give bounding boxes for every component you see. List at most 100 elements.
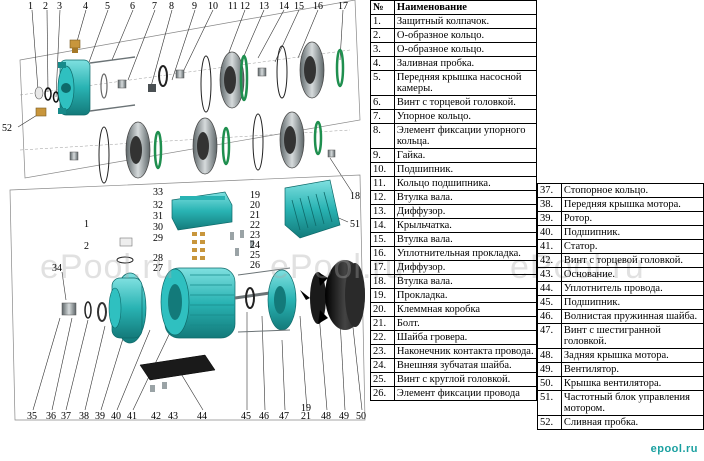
table-row: 14.Крыльчатка. (370, 218, 538, 233)
table-row: 46.Волнистая пружинная шайба. (537, 309, 704, 324)
callout-31: 31 (153, 211, 163, 222)
callout-16: 16 (313, 1, 323, 12)
callout-37: 37 (61, 411, 71, 422)
pump-section-frame (19, 0, 361, 179)
callout-21-side: 21 (250, 210, 260, 221)
terminal-box (171, 191, 233, 231)
callout-2: 2 (43, 1, 48, 12)
part-num: 4. (370, 56, 395, 71)
table-row: 12.Втулка вала. (370, 190, 538, 205)
callout-9: 9 (192, 1, 197, 12)
impeller-row2-b (221, 126, 231, 166)
part-num: 2. (370, 28, 395, 43)
part-name: Клеммная коробка (393, 302, 538, 317)
part-num: 15. (370, 232, 395, 247)
part-name: Винт с шестигранной головкой. (560, 323, 704, 349)
motor-tie-bolts (237, 267, 291, 333)
table-row: 13.Диффузор. (370, 204, 538, 219)
callout-35: 35 (27, 411, 37, 422)
part-name: Внешняя зубчатая шайба. (393, 358, 538, 373)
part-num: 37. (537, 183, 562, 198)
callout-52: 52 (2, 123, 12, 134)
part-name: Крышка вентилятора. (560, 376, 704, 391)
table-row: 18.Втулка вала. (370, 274, 538, 289)
terminal-fasteners (192, 232, 205, 260)
part-num: 6. (370, 95, 395, 110)
pump-front-cover (57, 59, 91, 116)
callout-7: 7 (152, 1, 157, 12)
site-logo: epool.ru (650, 443, 698, 455)
o-ring-large (200, 55, 212, 113)
front-shaft-part (61, 302, 77, 316)
callout-2-motor: 2 (84, 241, 89, 252)
part-name: Подшипник. (393, 162, 538, 177)
part-num: 3. (370, 42, 395, 57)
part-name: Подшипник. (560, 295, 704, 310)
part-num: 17. (370, 260, 395, 275)
part-num: 18. (370, 274, 395, 289)
part-name: Винт с круглой головкой. (393, 372, 538, 387)
table-row: 3.О-образное кольцо. (370, 42, 538, 57)
table-row: 11.Кольцо подшипника. (370, 176, 538, 191)
callout-23: 23 (250, 230, 260, 241)
part-num: 1. (370, 14, 395, 29)
part-num: 25. (370, 372, 395, 387)
o-ring-small (44, 87, 52, 101)
diffuser-2 (299, 41, 325, 99)
table-row: 50.Крышка вентилятора. (537, 376, 704, 391)
nut (148, 84, 156, 92)
part-name: Винт с торцевой головкой. (560, 253, 704, 268)
part-name: Основание. (560, 267, 704, 282)
part-name: Статор. (560, 239, 704, 254)
shaft-sleeve-1 (257, 67, 267, 77)
table-row: 51.Частотный блок управления мотором. (537, 390, 704, 416)
callout-36: 36 (46, 411, 56, 422)
leader-lines (17, 9, 363, 411)
part-num: 7. (370, 109, 395, 124)
callout-26: 26 (250, 260, 260, 271)
diffuser-row2-a (125, 121, 151, 179)
part-num: 24. (370, 358, 395, 373)
tie-bolts (89, 56, 136, 112)
part-name: Гайка. (393, 148, 538, 163)
part-num: 16. (370, 246, 395, 261)
protective-cap (34, 86, 44, 100)
part-num: 23. (370, 344, 395, 359)
part-name: Диффузор. (393, 260, 538, 275)
table-row: 52.Сливная пробка. (537, 415, 704, 430)
part-num: 20. (370, 302, 395, 317)
part-num: 9. (370, 148, 395, 163)
part-num: 22. (370, 330, 395, 345)
table-row: 48.Задняя крышка мотора. (537, 348, 704, 363)
part-name: Втулка вала. (393, 190, 538, 205)
table-row: 10.Подшипник. (370, 162, 538, 177)
part-num: 46. (537, 309, 562, 324)
table-header-row: № Наименование (370, 0, 538, 15)
watermark-1: ePool.ru (40, 248, 175, 286)
part-num: 40. (537, 225, 562, 240)
callout-41: 41 (127, 411, 137, 422)
part-num: 38. (537, 197, 562, 212)
part-num: 47. (537, 323, 562, 349)
callout-22: 22 (250, 220, 260, 231)
table-row: 21.Болт. (370, 316, 538, 331)
motor-rear-cover (267, 269, 297, 331)
callout-24: 24 (250, 240, 260, 251)
table-row: 8.Элемент фиксации упорного кольца. (370, 123, 538, 149)
table-row: 38.Передняя крышка мотора. (537, 197, 704, 212)
part-name: Ротор. (560, 211, 704, 226)
callout-11: 11 (228, 1, 238, 12)
callout-28: 28 (153, 253, 163, 264)
part-name: О-образное кольцо. (393, 42, 538, 57)
callout-15: 15 (294, 1, 304, 12)
table-row: 49.Вентилятор. (537, 362, 704, 377)
small-sleeve-row2 (69, 151, 79, 161)
table-row: 2.О-образное кольцо. (370, 28, 538, 43)
callout-38: 38 (79, 411, 89, 422)
table-row: 16.Уплотнительная прокладка. (370, 246, 538, 261)
part-num: 13. (370, 204, 395, 219)
small-cap-part (119, 237, 133, 247)
table-row: 5.Передняя крышка насосной камеры. (370, 70, 538, 96)
parts-table-left-body: № Наименование 1.Защитный колпачок.2.О-о… (370, 0, 538, 401)
part-name: Кольцо подшипника. (393, 176, 538, 191)
